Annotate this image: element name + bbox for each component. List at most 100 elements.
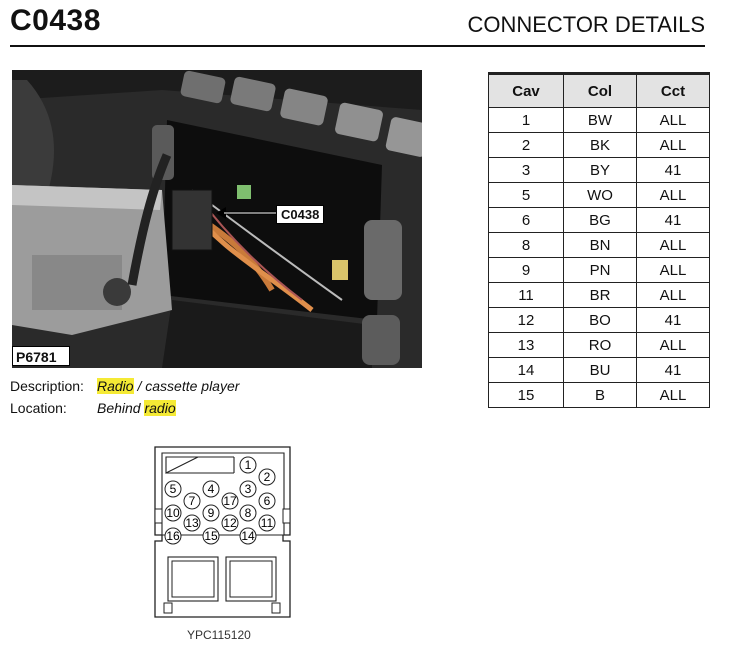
cell-col: RO: [563, 332, 637, 358]
cell-cav: 11: [488, 282, 564, 308]
header-col: Col: [563, 72, 637, 108]
pin-circle: [221, 514, 239, 532]
pin-2: 2: [258, 468, 276, 486]
cell-col: BY: [563, 157, 637, 183]
location-row: Location: Behind radio: [10, 397, 239, 419]
pin-12: 12: [221, 514, 239, 532]
location-label: Location:: [10, 400, 67, 416]
pin-9: 9: [202, 504, 220, 522]
pin-circle: [164, 527, 182, 545]
pin-10: 10: [164, 504, 182, 522]
pin-circle: [202, 527, 220, 545]
page-title: CONNECTOR DETAILS: [467, 12, 705, 37]
pin-circle: [183, 514, 201, 532]
header-divider: [10, 45, 705, 47]
cell-col: PN: [563, 257, 637, 283]
cell-cav: 6: [488, 207, 564, 233]
location-highlight: radio: [144, 400, 176, 416]
pin-11: 11: [258, 514, 276, 532]
pin-circle: [239, 527, 257, 545]
pin-3: 3: [239, 480, 257, 498]
pin-circle: [239, 480, 257, 498]
pin-circle: [183, 492, 201, 510]
cell-col: BG: [563, 207, 637, 233]
pin-13: 13: [183, 514, 201, 532]
pin-17: 17: [221, 492, 239, 510]
cell-cct: ALL: [636, 132, 710, 158]
cell-cct: ALL: [636, 107, 710, 133]
cell-cct: ALL: [636, 232, 710, 258]
pin-circle: [202, 480, 220, 498]
pin-number: 15: [204, 529, 218, 543]
cell-cct: ALL: [636, 182, 710, 208]
location-value: Behind radio: [97, 397, 176, 419]
description-block: Description: Radio / cassette player Loc…: [10, 375, 239, 419]
pin-number: 7: [189, 494, 196, 508]
cell-col: BO: [563, 307, 637, 333]
cell-col: B: [563, 382, 637, 408]
pin-number: 11: [261, 516, 274, 530]
connector-code: C0438: [10, 4, 101, 37]
pin-number: 17: [223, 494, 237, 508]
cell-cav: 12: [488, 307, 564, 333]
pin-15: 15: [202, 527, 220, 545]
pin-number: 5: [170, 482, 177, 496]
description-highlight: Radio: [97, 378, 134, 394]
diagram-reference: YPC115120: [187, 628, 251, 642]
description-rest: / cassette player: [133, 378, 240, 394]
cell-cav: 1: [488, 107, 564, 133]
pin-circle: [164, 504, 182, 522]
pin-number: 10: [166, 506, 180, 520]
cell-cav: 2: [488, 132, 564, 158]
pin-number: 6: [264, 494, 271, 508]
location-photo: [12, 70, 422, 368]
pin-circle: [202, 504, 220, 522]
pin-circle: [221, 492, 239, 510]
pin-circle: [239, 456, 257, 474]
description-value: Radio / cassette player: [97, 375, 239, 397]
photo-id-label: P6781: [12, 346, 70, 366]
pin-4: 4: [202, 480, 220, 498]
cell-cav: 5: [488, 182, 564, 208]
cell-cct: ALL: [636, 257, 710, 283]
pin-number: 4: [208, 482, 215, 496]
header-cct: Cct: [636, 72, 710, 108]
cell-cct: ALL: [636, 282, 710, 308]
description-label: Description:: [10, 378, 84, 394]
cell-cct: 41: [636, 307, 710, 333]
cell-col: BR: [563, 282, 637, 308]
pin-circle: [258, 514, 276, 532]
pin-1: 1: [239, 456, 257, 474]
cell-cct: ALL: [636, 332, 710, 358]
cell-col: BK: [563, 132, 637, 158]
cell-cav: 3: [488, 157, 564, 183]
location-prefix: Behind: [97, 400, 145, 416]
cell-cav: 13: [488, 332, 564, 358]
pin-16: 16: [164, 527, 182, 545]
pin-circle: [239, 504, 257, 522]
header-cav: Cav: [488, 72, 564, 108]
pin-number: 8: [245, 506, 252, 520]
cell-col: BU: [563, 357, 637, 383]
cell-cav: 9: [488, 257, 564, 283]
pin-8: 8: [239, 504, 257, 522]
cell-cav: 14: [488, 357, 564, 383]
pin-number: 16: [166, 529, 180, 543]
pin-number: 2: [264, 470, 271, 484]
pin-circle: [164, 480, 182, 498]
pin-14: 14: [239, 527, 257, 545]
cell-cct: 41: [636, 207, 710, 233]
cell-col: WO: [563, 182, 637, 208]
pin-circle: [258, 492, 276, 510]
connector-callout-label: C0438: [276, 205, 325, 224]
